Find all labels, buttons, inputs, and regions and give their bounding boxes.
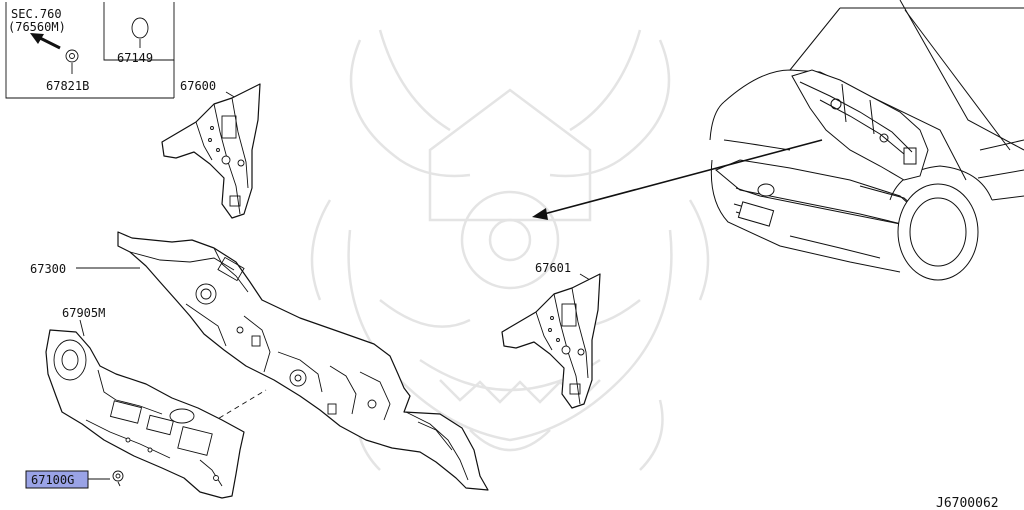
part-67600-bracket — [161, 83, 261, 219]
inset-box — [5, 2, 175, 99]
leader-67905m — [79, 319, 85, 337]
part-label-67300: 67300 — [30, 262, 66, 276]
clip-67100g-icon — [112, 470, 124, 487]
part-label-67100g: 67100G — [31, 473, 74, 487]
clip-67821b-icon — [65, 49, 79, 74]
part-67905m-insulator — [45, 329, 245, 499]
part-label-67600: 67600 — [180, 79, 216, 93]
part-label-67149: 67149 — [117, 51, 153, 65]
leader-67601 — [579, 273, 591, 281]
part-label-67601: 67601 — [535, 261, 571, 275]
part-67300-dash-panel — [117, 231, 489, 491]
sec-sub-label: (76560M) — [8, 20, 66, 34]
sec-ref-label: SEC.760 — [11, 7, 62, 21]
vehicle-illustration — [709, 0, 1024, 281]
plug-67149-icon — [131, 17, 149, 48]
part-67601-bracket — [501, 273, 601, 409]
part-label-67905m: 67905M — [62, 306, 105, 320]
part-label-67100g-highlight — [25, 470, 89, 489]
diagram-code: J6700062 — [936, 496, 999, 510]
part-label-67821b: 67821B — [46, 79, 89, 93]
pointer-arrow-icon — [532, 139, 823, 220]
direction-arrow-icon — [30, 33, 61, 50]
